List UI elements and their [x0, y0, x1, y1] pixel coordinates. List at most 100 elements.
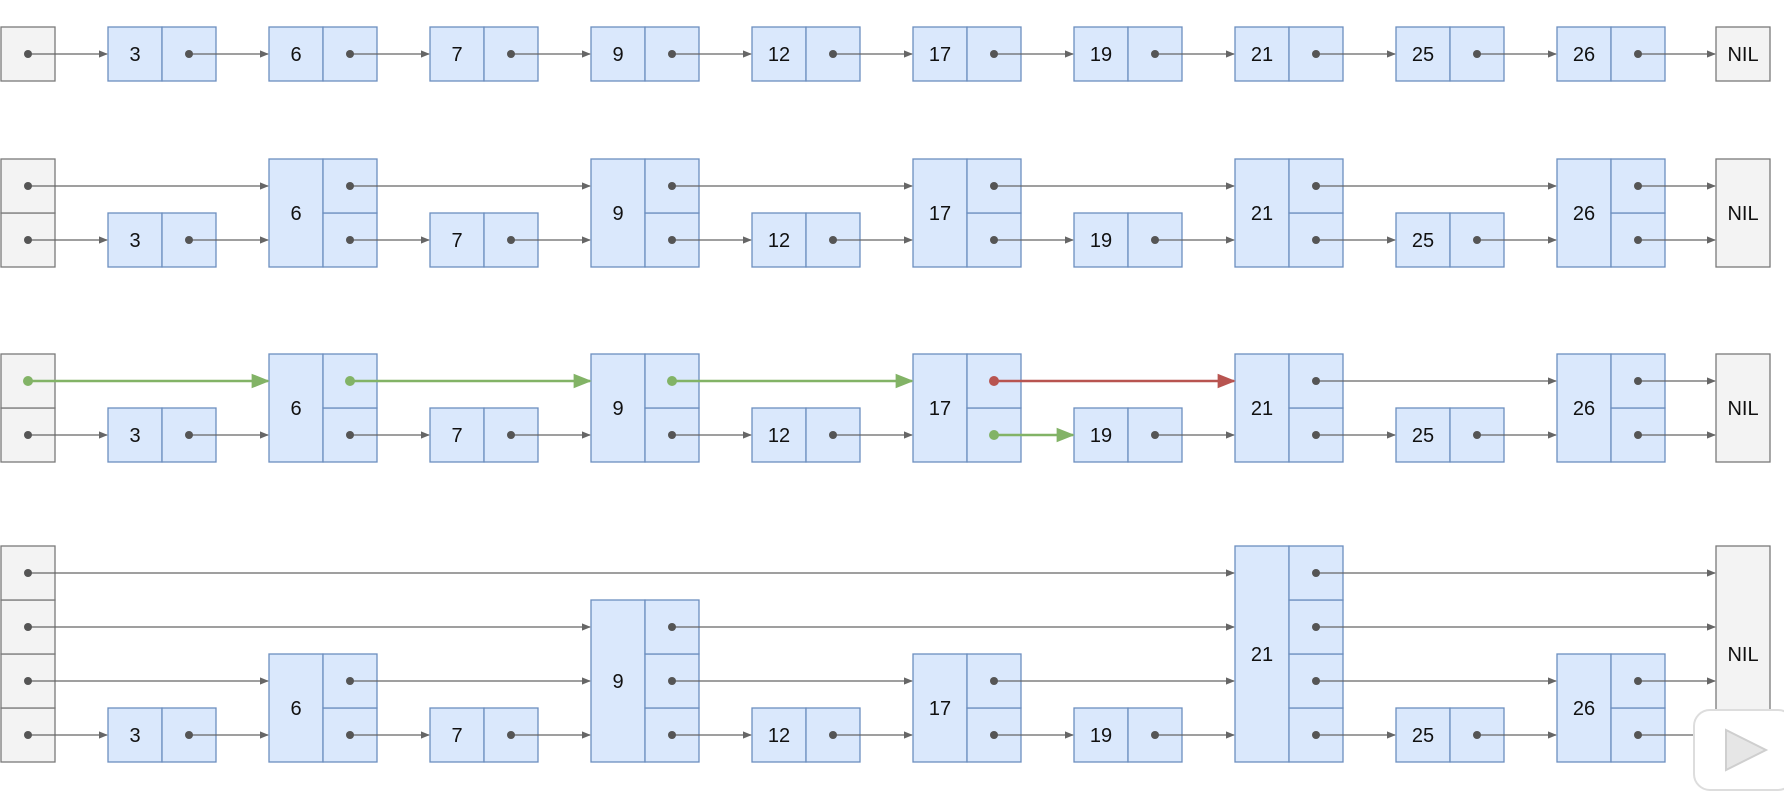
- pointer-dot: [668, 731, 676, 739]
- node-value: 25: [1412, 44, 1434, 66]
- node-key-cell: [1556, 353, 1612, 463]
- head-node: [0, 545, 56, 763]
- pointer-dot: [1634, 731, 1642, 739]
- node-25: 25: [1395, 212, 1505, 268]
- pointer-3-level-1: [185, 50, 269, 58]
- pointer-dot: [990, 236, 998, 244]
- head-node: [0, 353, 56, 463]
- pointer-dot: [185, 236, 193, 244]
- pointer-dot: [24, 731, 32, 739]
- node-value: 12: [768, 230, 790, 252]
- node-17: 17: [912, 26, 1022, 82]
- pointer-dot: [829, 236, 837, 244]
- node-key-cell: [1395, 707, 1451, 763]
- pointer-dot: [346, 236, 354, 244]
- pointer-dot: [346, 182, 354, 190]
- node-17: 17: [912, 653, 1022, 763]
- pointer-17-level-2: [990, 677, 1235, 685]
- node-key-cell: [590, 353, 646, 463]
- pointer-dot: [1634, 236, 1642, 244]
- node-21: 21: [1234, 545, 1344, 763]
- pointer-dot: [24, 50, 32, 58]
- node-key-cell: [1073, 707, 1129, 763]
- node-key-cell: [912, 26, 968, 82]
- node-value: 19: [1090, 725, 1112, 747]
- pointer-dot: [1151, 50, 1159, 58]
- pointer-head-level-2: [24, 677, 269, 685]
- pointer-6-level-1: [346, 236, 430, 244]
- pointer-dot: [185, 431, 193, 439]
- pointer-dot: [24, 623, 32, 631]
- pointer-dot: [989, 376, 999, 386]
- pointer-dot: [989, 430, 999, 440]
- node-value: 6: [290, 44, 301, 66]
- pointer-25-level-1: [1473, 731, 1557, 739]
- pointer-dot: [829, 731, 837, 739]
- pointer-3-level-1: [185, 431, 269, 439]
- pointer-dot: [1312, 623, 1320, 631]
- pointer-7-level-1: [507, 50, 591, 58]
- pointer-26-level-2: [1634, 182, 1716, 190]
- pointer-26-level-2: [1634, 377, 1716, 385]
- node-key-cell: [1556, 26, 1612, 82]
- pointer-26-level-1: [1634, 236, 1716, 244]
- pointer-head-level-3: [24, 623, 591, 631]
- pointer-dot: [507, 236, 515, 244]
- pointer-25-level-1: [1473, 431, 1557, 439]
- pointer-25-level-1: [1473, 236, 1557, 244]
- node-key-cell: [1234, 545, 1290, 763]
- node-value: 12: [768, 725, 790, 747]
- pointer-19-level-1: [1151, 731, 1235, 739]
- node-value: 6: [290, 203, 301, 225]
- pointer-26-level-1: [1634, 431, 1716, 439]
- pointer-dot: [990, 731, 998, 739]
- pointer-7-level-1: [507, 431, 591, 439]
- pointer-12-level-1: [829, 236, 913, 244]
- play-button[interactable]: [1692, 708, 1784, 792]
- pointer-17-level-1: [990, 50, 1074, 58]
- pointer-dot: [1634, 182, 1642, 190]
- pointer-12-level-1: [829, 731, 913, 739]
- pointer-21-level-1: [1312, 236, 1396, 244]
- node-key-cell: [1395, 212, 1451, 268]
- pointer-dot: [1634, 677, 1642, 685]
- node-value: 3: [129, 725, 140, 747]
- pointer-dot: [24, 182, 32, 190]
- node-value: 25: [1412, 425, 1434, 447]
- node-3: 3: [107, 26, 217, 82]
- nil-box: [1715, 26, 1771, 82]
- pointer-dot: [1634, 377, 1642, 385]
- pointer-19-level-1: [1151, 236, 1235, 244]
- node-value: 19: [1090, 230, 1112, 252]
- node-value: 9: [612, 203, 623, 225]
- pointer-21-level-1: [1312, 731, 1396, 739]
- pointer-21-level-3: [1312, 623, 1716, 631]
- node-value: 12: [768, 44, 790, 66]
- pointer-dot: [668, 182, 676, 190]
- pointer-3-level-1: [185, 236, 269, 244]
- pointer-dot: [1312, 182, 1320, 190]
- pointer-dot: [1312, 50, 1320, 58]
- pointer-dot: [345, 376, 355, 386]
- node-value: 21: [1251, 398, 1273, 420]
- pointer-25-level-1: [1473, 50, 1557, 58]
- node-9: 9: [590, 353, 700, 463]
- node-key-cell: [912, 353, 968, 463]
- node-key-cell: [1234, 158, 1290, 268]
- pointer-19-level-1: [1151, 50, 1235, 58]
- node-value: 7: [451, 725, 462, 747]
- pointer-head-level-4: [24, 569, 1235, 577]
- node-key-cell: [107, 707, 163, 763]
- pointer-dot: [24, 569, 32, 577]
- pointer-dot: [1634, 431, 1642, 439]
- pointer-dot: [668, 623, 676, 631]
- pointer-head-level-1: [24, 731, 108, 739]
- pointer-dot: [668, 236, 676, 244]
- pointer-7-level-1: [507, 236, 591, 244]
- pointer-9-level-3: [668, 623, 1235, 631]
- pointer-17-level-2: [990, 182, 1235, 190]
- node-key-cell: [429, 707, 485, 763]
